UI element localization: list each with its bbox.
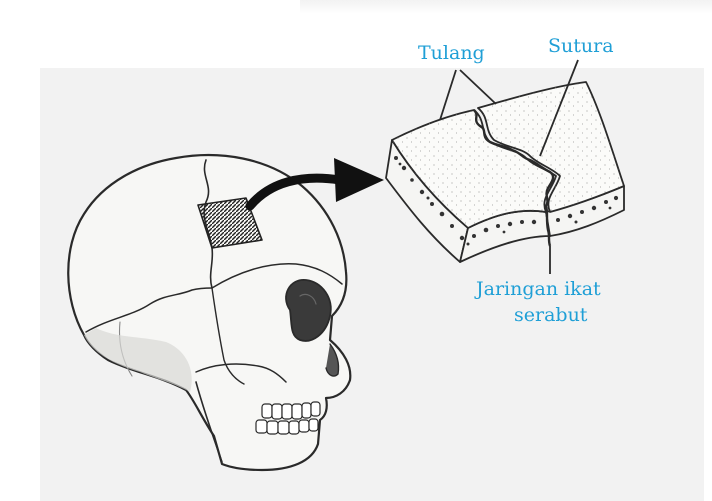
mandible-edge bbox=[195, 381, 223, 463]
sphenoid-suture bbox=[211, 287, 245, 385]
upper-teeth bbox=[261, 401, 321, 420]
nasal-cavity bbox=[325, 343, 340, 377]
lambdoid-suture bbox=[85, 287, 213, 333]
spongy-layer bbox=[394, 156, 619, 246]
tulang-leader-left bbox=[439, 69, 457, 121]
label-sutura: Sutura bbox=[548, 35, 614, 57]
label-jaringan-ikat: Jaringan ikat bbox=[476, 278, 601, 300]
suture-detail-patch bbox=[197, 197, 263, 249]
tulang-leader-right bbox=[459, 69, 497, 105]
sutura-leader bbox=[539, 59, 579, 157]
skull bbox=[67, 153, 352, 472]
magnify-arrow bbox=[245, 158, 384, 211]
squamous-suture bbox=[211, 263, 343, 289]
background-top-strip bbox=[300, 0, 712, 14]
cranium-shading bbox=[84, 328, 192, 392]
lower-teeth bbox=[255, 418, 319, 435]
zygomatic-arch bbox=[195, 363, 287, 383]
suture-line bbox=[473, 109, 555, 247]
slab-top-left-texture bbox=[392, 110, 556, 228]
eye-socket bbox=[285, 279, 332, 342]
label-tulang: Tulang bbox=[418, 42, 485, 64]
cranium bbox=[67, 153, 352, 472]
bone-slab bbox=[385, 81, 625, 263]
slab-top-right-texture bbox=[478, 82, 624, 212]
label-serabut: serabut bbox=[514, 304, 588, 326]
leader-lines bbox=[439, 59, 579, 274]
